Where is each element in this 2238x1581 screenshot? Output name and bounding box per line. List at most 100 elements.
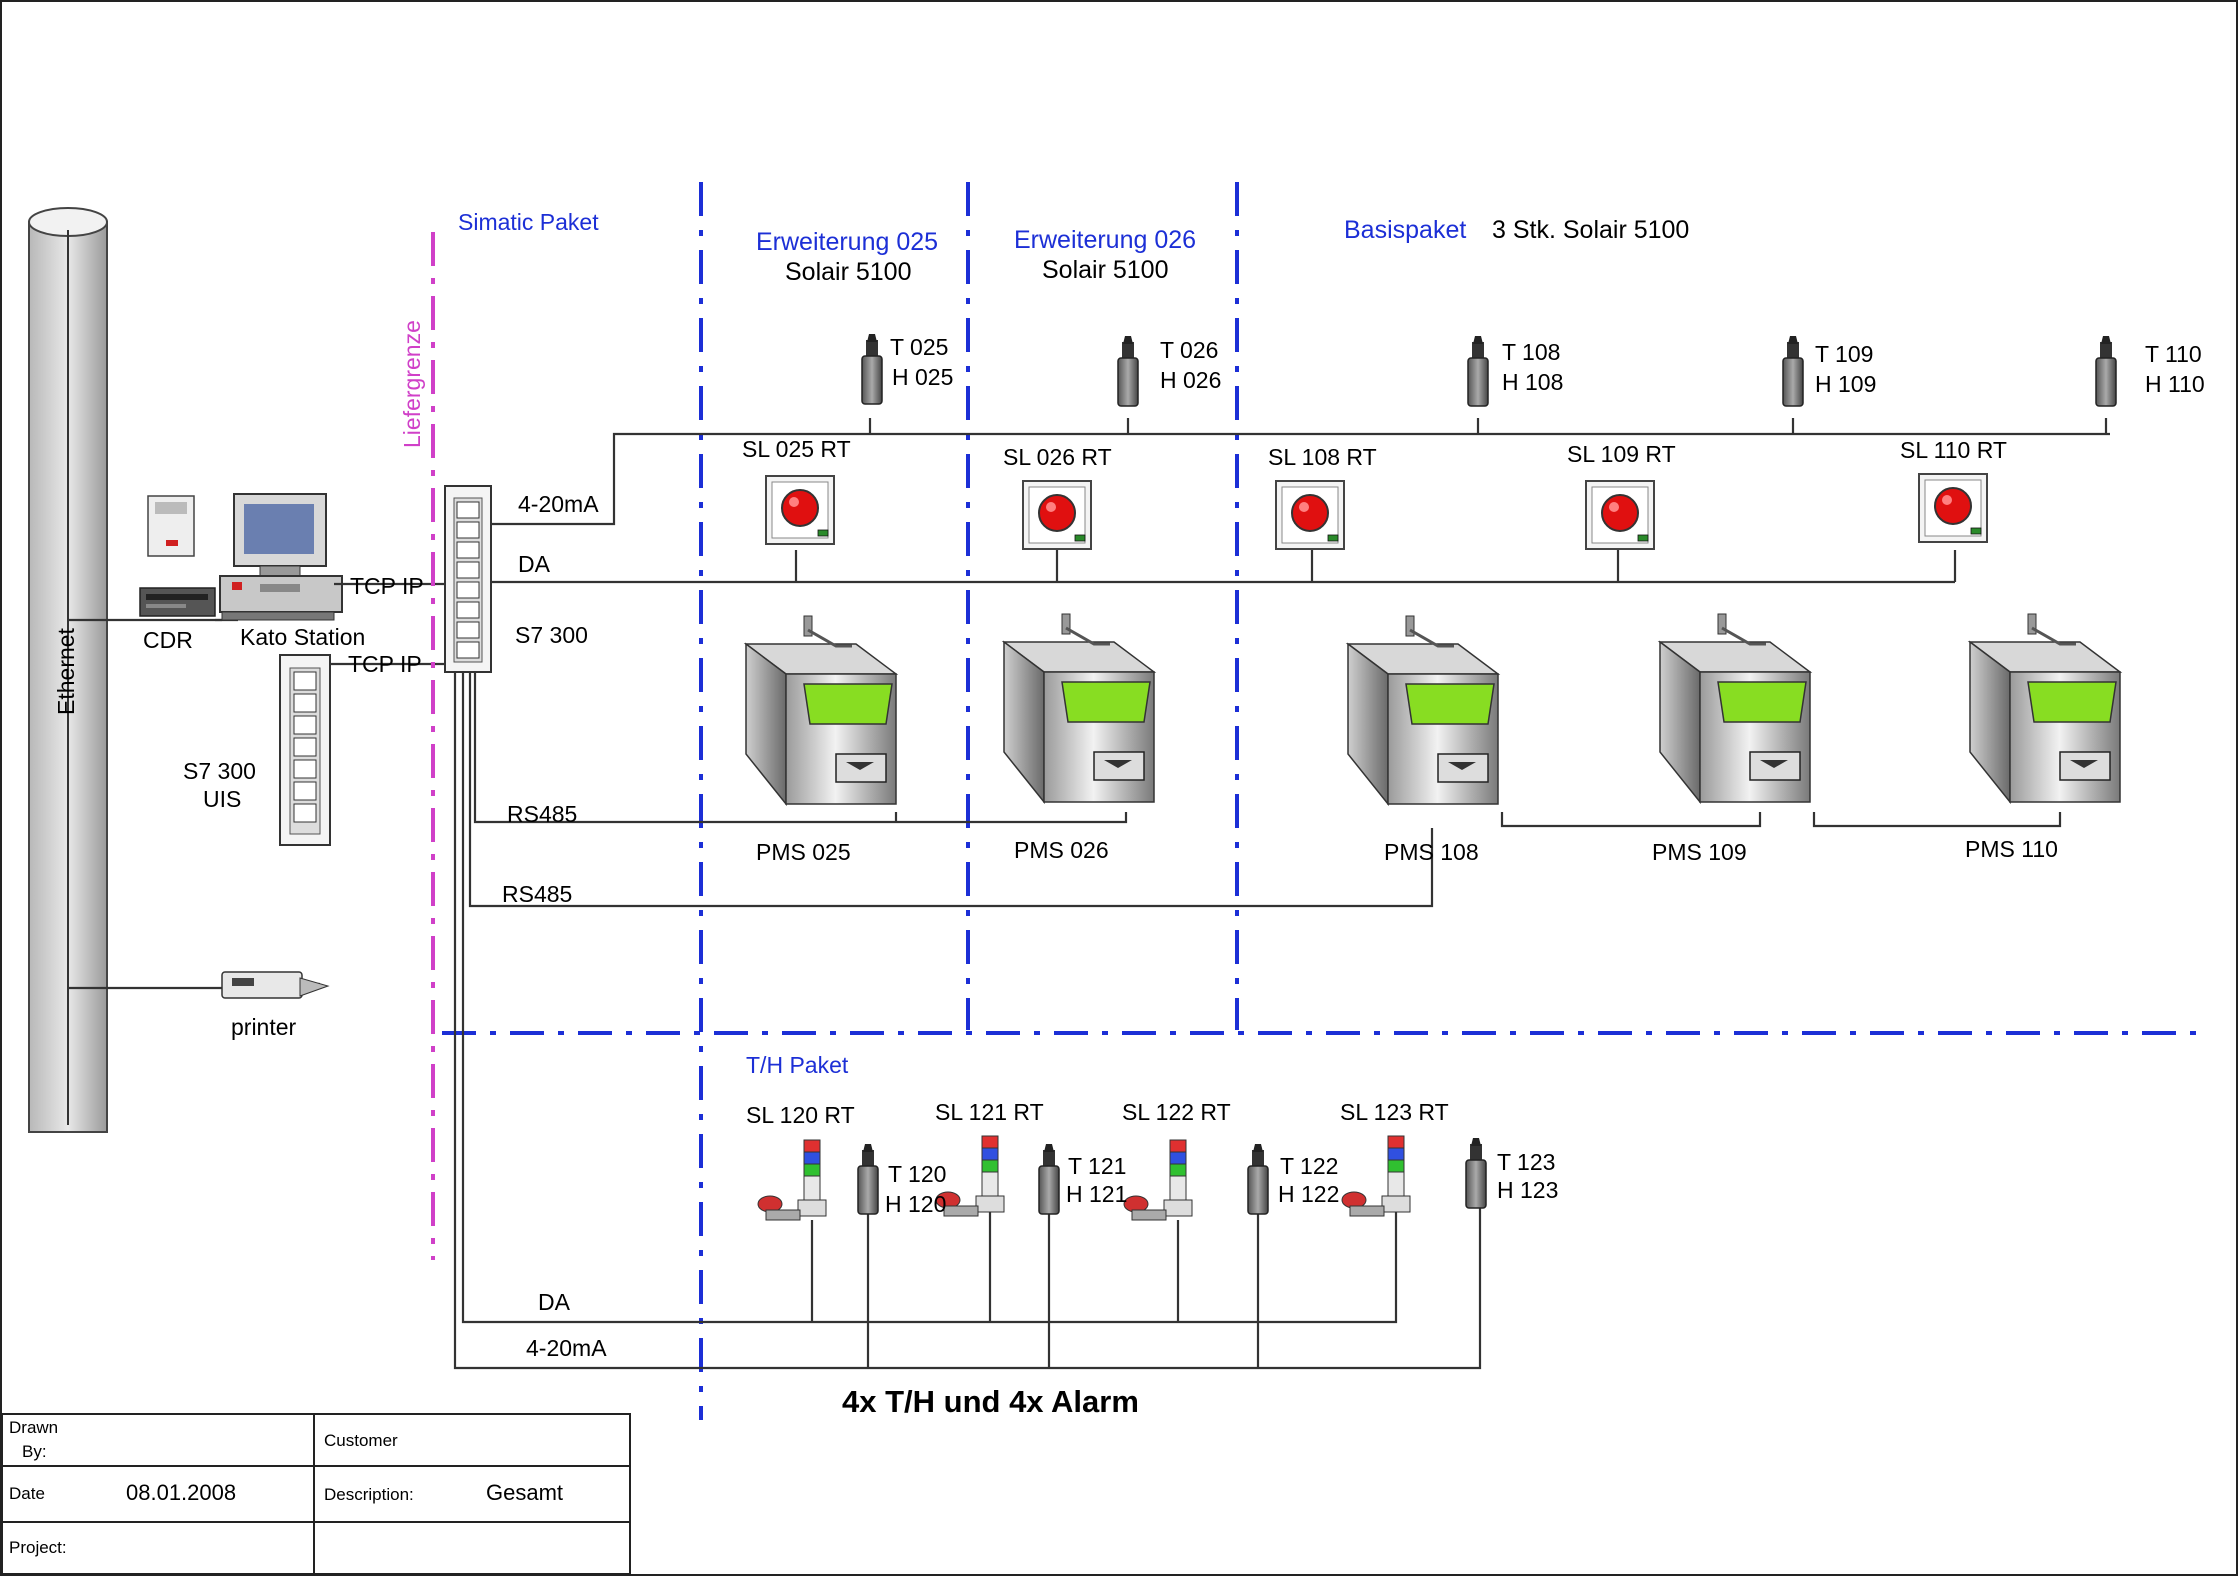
- basispaket-subtitle: 3 Stk. Solair 5100: [1492, 216, 1689, 244]
- sensor-h-label: H 108: [1502, 369, 1563, 395]
- sensor-th-109: T 109 H 109: [1782, 335, 1876, 407]
- sensor-h-label: H 025: [892, 364, 953, 390]
- alarm-label: SL 109 RT: [1567, 441, 1676, 467]
- sensor-h-label: H 026: [1160, 367, 1221, 393]
- th-sensor-120: T 120 H 120: [857, 1143, 946, 1217]
- tcp-label-1: TCP IP: [350, 573, 424, 599]
- sensor-h-label: H 110: [2145, 371, 2205, 397]
- sensor-h-label: H 121: [1066, 1181, 1127, 1207]
- sensor-t-label: T 120: [888, 1161, 946, 1187]
- pms-label: PMS 026: [1014, 837, 1109, 863]
- sensor-t-label: T 025: [890, 334, 948, 360]
- erweiterung-026-title: Erweiterung 026: [1014, 226, 1196, 254]
- pms-026: PMS 026: [1002, 612, 1156, 863]
- s7-uis-label-1: S7 300: [183, 758, 256, 784]
- cdr-device: CDR: [139, 587, 216, 653]
- th-alarm-sl-123: SL 123 RT: [1340, 1099, 1449, 1217]
- wire-rs485-chain: [1500, 812, 2062, 828]
- wire-da-top-label: DA: [518, 551, 551, 577]
- ethernet-backbone: Ethernet: [28, 207, 108, 1133]
- sensor-th-026: T 026 H 026: [1117, 335, 1221, 407]
- description-value: Gesamt: [486, 1480, 563, 1505]
- sensor-t-label: T 109: [1815, 341, 1873, 367]
- pms-label: PMS 025: [756, 839, 851, 865]
- wire-4-20ma-bottom: [453, 672, 1482, 1370]
- wire-rs485-2-label: RS485: [502, 881, 572, 907]
- th-sensor-123: T 123 H 123: [1465, 1137, 1558, 1209]
- s7-300-uis-rack: S7 300 UIS: [183, 654, 331, 846]
- wire-rs485-1: [473, 672, 1128, 824]
- pms-025: PMS 025: [744, 614, 898, 865]
- s7-300-main-rack: S7 300: [444, 485, 588, 673]
- wire-rs485-2: [468, 672, 1434, 908]
- sensor-t-label: T 122: [1280, 1153, 1338, 1179]
- sensor-h-label: H 122: [1278, 1181, 1339, 1207]
- th-sensor-121: T 121 H 121: [1038, 1143, 1127, 1215]
- wire-rs485-1-label: RS485: [507, 801, 577, 827]
- alarm-label: SL 121 RT: [935, 1099, 1044, 1125]
- th-sensor-122: T 122 H 122: [1247, 1143, 1339, 1215]
- wire-4-20ma-top-label: 4-20mA: [518, 491, 599, 517]
- tcp-label-2: TCP IP: [348, 651, 422, 677]
- alarm-label: SL 108 RT: [1268, 444, 1377, 470]
- sensor-t-label: T 123: [1497, 1149, 1555, 1175]
- cdr-label: CDR: [143, 627, 193, 653]
- customer-label: Customer: [324, 1431, 398, 1450]
- sensor-th-110: T 110 H 110: [2095, 335, 2205, 407]
- alarm-label: SL 123 RT: [1340, 1099, 1449, 1125]
- sensor-t-label: T 026: [1160, 337, 1218, 363]
- sensor-th-108: T 108 H 108: [1467, 335, 1563, 407]
- pms-108: PMS 108: [1346, 614, 1500, 865]
- pms-110: PMS 110: [1965, 612, 2122, 862]
- printer-device: printer: [221, 971, 330, 1040]
- alarm-label: SL 122 RT: [1122, 1099, 1231, 1125]
- s7-uis-label-2: UIS: [203, 786, 241, 812]
- alarm-label: SL 025 RT: [742, 436, 851, 462]
- alarm-sl-108: SL 108 RT: [1268, 444, 1377, 550]
- erweiterung-025-title: Erweiterung 025: [756, 228, 938, 256]
- kato-station: Kato Station: [147, 493, 365, 650]
- pms-label: PMS 110: [1965, 836, 2058, 862]
- pms-109: PMS 109: [1652, 612, 1812, 865]
- th-alarm-sl-122: SL 122 RT: [1122, 1099, 1231, 1221]
- project-label: Project:: [9, 1538, 67, 1557]
- wire-4-20ma-top: [491, 432, 2110, 526]
- description-label: Description:: [324, 1485, 414, 1504]
- printer-label: printer: [231, 1014, 297, 1040]
- alarm-sl-026: SL 026 RT: [1003, 444, 1112, 550]
- sensor-th-025: T 025 H 025: [861, 333, 953, 405]
- alarm-sl-109: SL 109 RT: [1567, 441, 1676, 550]
- kato-station-label: Kato Station: [240, 624, 365, 650]
- date-value: 08.01.2008: [126, 1480, 236, 1505]
- th-paket-title: T/H Paket: [746, 1052, 849, 1078]
- alarm-label: SL 110 RT: [1900, 437, 2007, 463]
- sensor-t-label: T 108: [1502, 339, 1560, 365]
- erweiterung-026-subtitle: Solair 5100: [1042, 256, 1168, 284]
- pms-label: PMS 109: [1652, 839, 1747, 865]
- wire-4-20ma-bottom-label: 4-20mA: [526, 1335, 607, 1361]
- th-package-summary: 4x T/H und 4x Alarm: [842, 1384, 1139, 1419]
- date-label: Date: [9, 1484, 45, 1503]
- sensor-t-label: T 110: [2145, 341, 2202, 367]
- alarm-label: SL 120 RT: [746, 1102, 855, 1128]
- drawn-by-label-2: By:: [22, 1442, 47, 1461]
- title-block: Drawn By: Customer Date 08.01.2008 Descr…: [1, 1413, 631, 1575]
- erweiterung-025-subtitle: Solair 5100: [785, 258, 911, 286]
- th-alarm-sl-121: SL 121 RT: [935, 1099, 1044, 1217]
- wire-da-bottom: [461, 672, 1398, 1324]
- sensor-h-label: H 109: [1815, 371, 1876, 397]
- sensor-h-label: H 123: [1497, 1177, 1558, 1203]
- alarm-label: SL 026 RT: [1003, 444, 1112, 470]
- th-alarm-sl-120: SL 120 RT: [746, 1102, 855, 1221]
- sensor-h-label: H 120: [885, 1191, 946, 1217]
- ethernet-label: Ethernet: [53, 627, 79, 715]
- pms-label: PMS 108: [1384, 839, 1479, 865]
- alarm-sl-025: SL 025 RT: [742, 436, 851, 545]
- basispaket-title: Basispaket: [1344, 216, 1466, 244]
- alarm-sl-110: SL 110 RT: [1900, 437, 2007, 543]
- s7-main-label: S7 300: [515, 622, 588, 648]
- wire-da-bottom-label: DA: [538, 1289, 571, 1315]
- simatic-paket-label: Simatic Paket: [458, 209, 599, 235]
- drawn-by-label-1: Drawn: [9, 1418, 58, 1437]
